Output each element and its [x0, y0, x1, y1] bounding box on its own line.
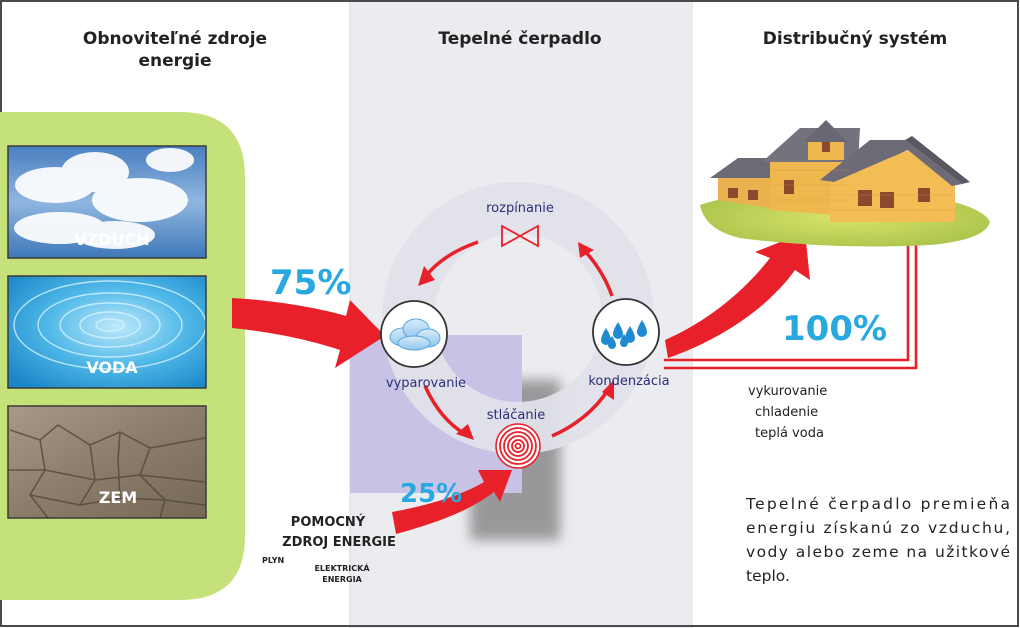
use-heating: vykurovanie: [748, 384, 827, 399]
middle-column-title: Tepelné čerpadlo: [438, 29, 601, 49]
auxiliary-title-line2: ZDROJ ENERGIE: [282, 535, 396, 550]
water-source-label: VODA: [86, 358, 138, 377]
condensation-label: kondenzácia: [588, 374, 669, 389]
auxiliary-electric-label-line2: ENERGIA: [322, 575, 362, 584]
right-column-title: Distribučný systém: [763, 29, 948, 49]
output-arrow: [665, 232, 810, 358]
left-column-title-line1: Obnoviteľné zdroje: [83, 29, 267, 49]
auxiliary-input-arrow: [392, 470, 512, 534]
water-source-image: VODA: [7, 275, 207, 389]
compressor-spiral-icon: [495, 423, 541, 469]
expansion-label: rozpínanie: [486, 201, 554, 216]
use-hot-water: teplá voda: [755, 426, 824, 441]
auxiliary-gas-label: PLYN: [262, 556, 284, 565]
air-source-image: VZDUCH: [7, 145, 207, 259]
water-drops-icon: [601, 320, 647, 349]
auxiliary-title-line1: POMOCNÝ: [291, 514, 366, 530]
description-line4: teplo.: [746, 567, 790, 585]
auxiliary-percent: 25%: [400, 479, 462, 509]
earth-source-label: ZEM: [99, 488, 137, 507]
house-image: [700, 120, 990, 247]
condenser-node: [592, 298, 660, 366]
compression-label: stláčanie: [487, 408, 545, 423]
use-cooling: chladenie: [755, 405, 818, 420]
expansion-valve-icon: [501, 224, 539, 248]
earth-source-image: ZEM: [7, 405, 207, 519]
description-line1: Tepelné čerpadlo premieňa: [745, 495, 1010, 513]
distribution-pipes: [664, 228, 918, 370]
left-column-title-line2: energie: [138, 51, 211, 71]
air-source-label: VZDUCH: [74, 230, 149, 249]
cycle-arrowheads: [418, 242, 614, 440]
evaporation-label: vyparovanie: [386, 376, 466, 391]
renewable-input-arrow: [232, 298, 385, 368]
renewable-percent: 75%: [270, 263, 351, 303]
cloud-icon: [389, 318, 441, 351]
auxiliary-electric-label-line1: ELEKTRICKÁ: [314, 562, 370, 573]
output-percent: 100%: [782, 309, 887, 349]
description-line3: vody alebo zeme na užitkové: [746, 543, 1010, 561]
description-line2: energiu získanú zo vzduchu,: [746, 519, 1010, 537]
cycle-arrow-compression-to-condensation: [551, 389, 610, 438]
